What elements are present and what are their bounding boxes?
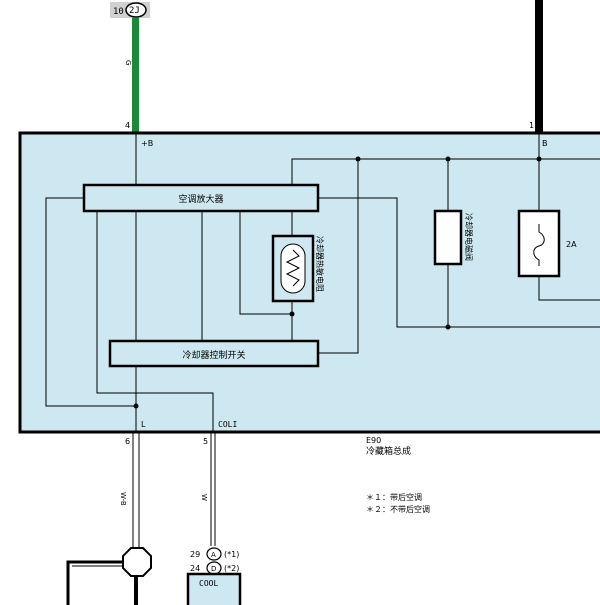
note-1: ＊１：带后空调 (366, 492, 422, 502)
cool-box-label: COOL (199, 579, 218, 588)
pin-coli-number: 5 (203, 437, 208, 446)
solenoid-valve-label: 冷却器电磁阀 (464, 213, 474, 261)
pin-l-number: 6 (125, 437, 130, 446)
fuse-rating: 2A (566, 240, 577, 249)
label-b: B (542, 139, 548, 148)
connector-d-pin: 24 (190, 564, 200, 573)
ac-amplifier-label: 空调放大器 (178, 193, 223, 205)
assembly-name: 冷藏箱总成 (366, 445, 411, 457)
connector-a-id: A (211, 551, 216, 559)
lower-wiring (66, 432, 216, 605)
connector-a-symbol (206, 547, 222, 561)
connector-d-id: D (211, 565, 216, 573)
connector-a-note: (*1) (224, 550, 239, 559)
green-wire (132, 18, 139, 132)
label-l: L (141, 420, 146, 429)
label-plus-b: +B (141, 139, 153, 148)
wire-color-wb: W-B (119, 492, 127, 506)
note-2: ＊２：不带后空调 (366, 504, 430, 514)
wire-color-g: G (124, 60, 132, 65)
solenoid-valve-box (433, 209, 463, 266)
wire-color-w: W (200, 494, 208, 501)
thermistor-zigzag (285, 249, 301, 287)
internal-wiring (45, 133, 600, 432)
cooler-control-switch-box (108, 339, 320, 368)
connector-d-note: (*2) (224, 564, 239, 573)
connector-a-pin: 29 (190, 550, 200, 559)
top-connector-symbol (125, 2, 147, 18)
cooler-control-switch-label: 冷却器控制开关 (182, 349, 245, 361)
pin-plus-b-number: 4 (125, 121, 130, 130)
thermistor-label: 冷却器热敏电阻 (315, 236, 325, 292)
top-connector-pin: 10 (113, 7, 124, 17)
black-wire (535, 0, 543, 132)
top-connector-id: 2J (129, 6, 140, 16)
fuse-icon (533, 224, 545, 266)
junction-dots (133, 156, 542, 409)
assembly-code: E90 (366, 436, 381, 445)
splice-point-icon (122, 547, 152, 577)
pin-b-number: 1 (529, 121, 534, 130)
label-coli: COLI (218, 420, 237, 429)
cool-box (186, 572, 242, 605)
fuse-box (517, 209, 561, 278)
ac-amplifier-box (82, 183, 320, 213)
